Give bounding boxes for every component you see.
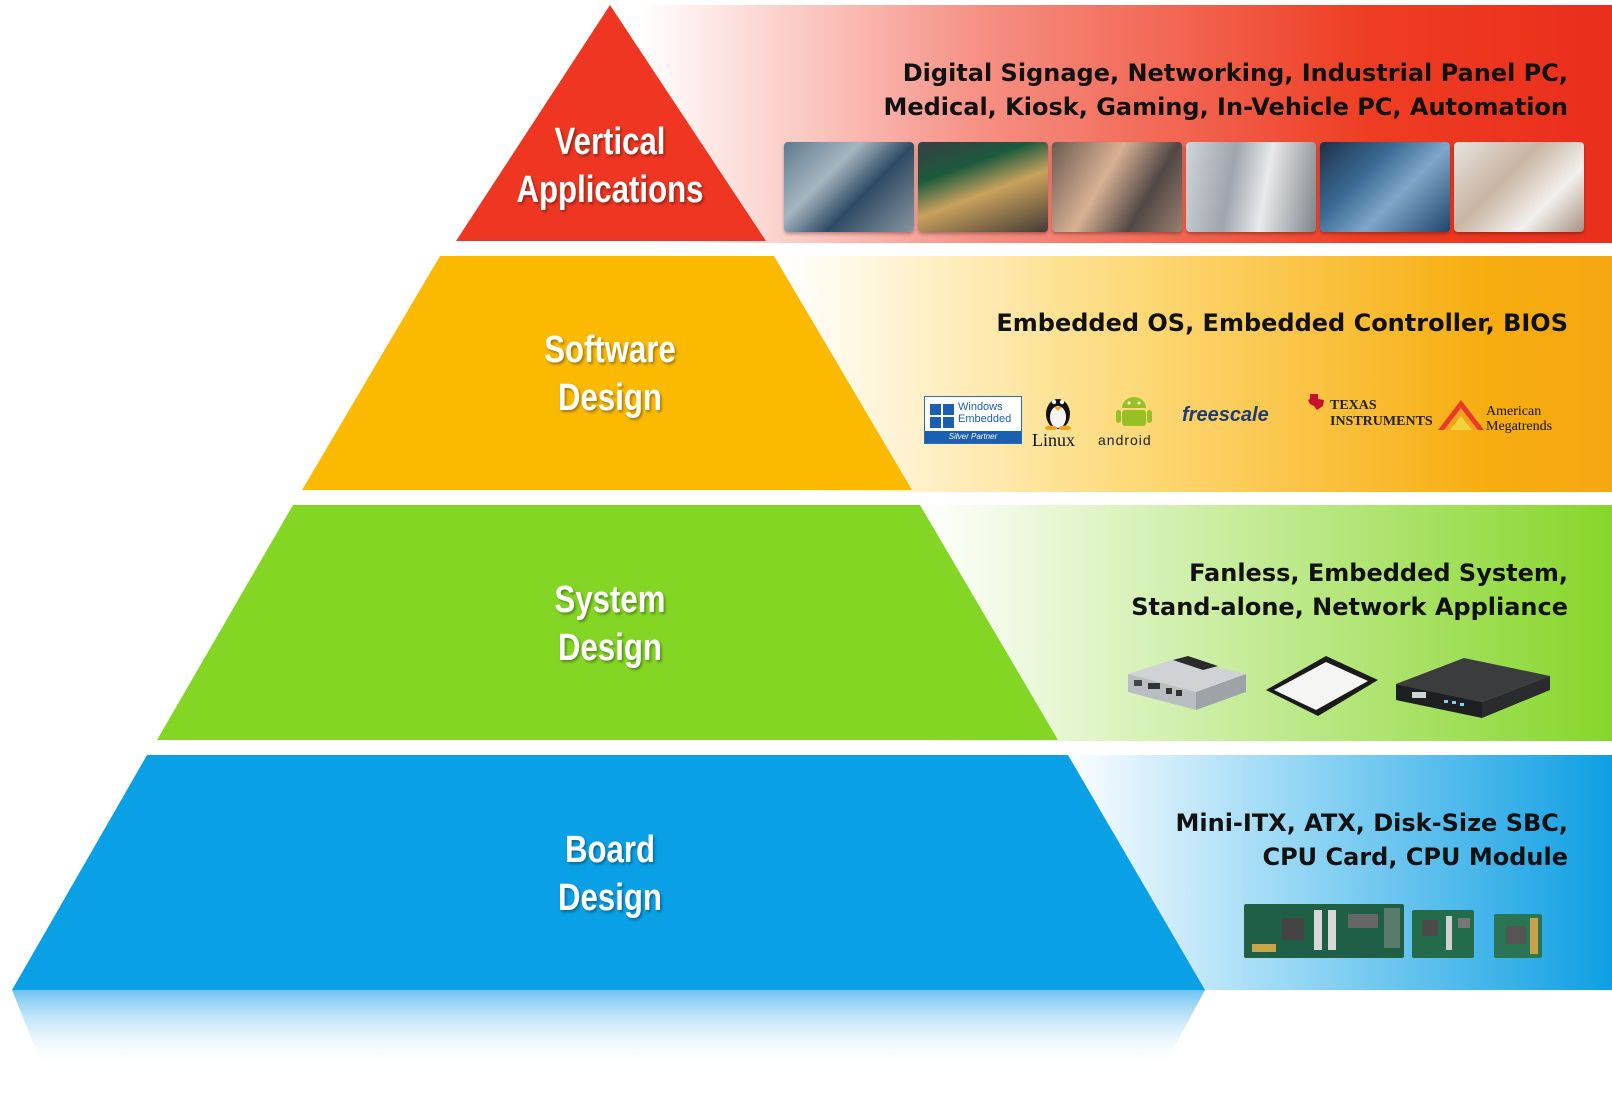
desc-line: Mini-ITX, ATX, Disk-Size SBC, (1175, 809, 1569, 837)
windows-logo-text: Windows Embedded (958, 401, 1011, 425)
title-line: Board (564, 829, 656, 871)
gates-photo (1186, 142, 1316, 232)
application-photo-strip (784, 142, 1584, 232)
ti-line: Instruments (1330, 414, 1433, 429)
panel-pc-icon (1266, 656, 1378, 716)
software-design-band (780, 256, 1612, 492)
system-design-tier[interactable] (157, 505, 1058, 740)
title-line: Vertical (554, 121, 666, 163)
vertical-applications-tier[interactable] (456, 5, 766, 241)
desc-line: CPU Card, CPU Module (1262, 843, 1568, 871)
software-logo-row: Windows Embedded Silver Partner Linux an… (924, 392, 1564, 452)
fanless-box-icon (1128, 656, 1246, 710)
freescale-label: freescale (1182, 404, 1269, 426)
title-line: Design (558, 627, 662, 669)
android-label: android (1098, 432, 1152, 448)
android-logo: android (1094, 392, 1174, 448)
windows-line: Embedded (958, 413, 1012, 425)
software-design-title: Software Design (495, 326, 725, 422)
windows-line: Windows (958, 401, 1003, 413)
ami-line: American (1486, 404, 1542, 419)
cpu-module-board-icon (1494, 914, 1542, 958)
network-cable-photo (1320, 142, 1450, 232)
ami-pyramid-icon (1438, 400, 1484, 430)
tux-penguin-icon (1045, 399, 1071, 430)
cpu-card-board-icon (1244, 904, 1404, 958)
freescale-logo: freescale (1182, 404, 1269, 427)
desc-line: Embedded OS, Embedded Controller, BIOS (996, 309, 1568, 337)
ti-text: Texas Instruments (1310, 398, 1433, 430)
mini-itx-board-icon (1412, 910, 1474, 958)
software-design-tier[interactable] (302, 256, 912, 490)
kiosk-checkout-photo (1052, 142, 1182, 232)
texas-state-icon (1308, 394, 1324, 410)
vertical-applications-title: Vertical Applications (495, 118, 725, 214)
board-design-description: Mini-ITX, ATX, Disk-Size SBC, CPU Card, … (1176, 806, 1569, 874)
desc-line: Digital Signage, Networking, Industrial … (902, 59, 1568, 87)
factory-operator-photo (784, 142, 914, 232)
android-robot-icon (1116, 397, 1152, 426)
board-design-title: Board Design (495, 826, 725, 922)
desc-line: Medical, Kiosk, Gaming, In-Vehicle PC, A… (883, 93, 1568, 121)
windows-embedded-logo: Windows Embedded Silver Partner (924, 396, 1022, 444)
ami-text: American Megatrends (1486, 404, 1552, 434)
title-line: System (554, 579, 666, 621)
title-line: Design (558, 877, 662, 919)
digital-signage-photo (918, 142, 1048, 232)
network-appliance-icon (1396, 658, 1550, 718)
american-megatrends-logo: American Megatrends (1436, 398, 1552, 439)
pyramid-reflection (12, 990, 1205, 1070)
software-design-description: Embedded OS, Embedded Controller, BIOS (996, 306, 1568, 340)
ti-line: Texas (1330, 398, 1377, 413)
system-design-title: System Design (495, 576, 725, 672)
title-line: Applications (516, 169, 704, 211)
desc-line: Stand-alone, Network Appliance (1131, 593, 1568, 621)
linux-label: Linux (1032, 430, 1075, 450)
silver-partner-label: Silver Partner (925, 431, 1021, 443)
texas-instruments-logo: Texas Instruments (1308, 394, 1433, 430)
medical-child-photo (1454, 142, 1584, 232)
ami-line: Megatrends (1486, 419, 1553, 434)
board-design-tier[interactable] (12, 755, 1205, 990)
desc-line: Fanless, Embedded System, (1189, 559, 1568, 587)
title-line: Design (558, 377, 662, 419)
windows-icon (930, 404, 954, 428)
system-design-description: Fanless, Embedded System, Stand-alone, N… (1131, 556, 1568, 624)
title-line: Software (544, 329, 676, 371)
vertical-applications-description: Digital Signage, Networking, Industrial … (883, 56, 1568, 124)
linux-logo: Linux (1028, 392, 1088, 450)
